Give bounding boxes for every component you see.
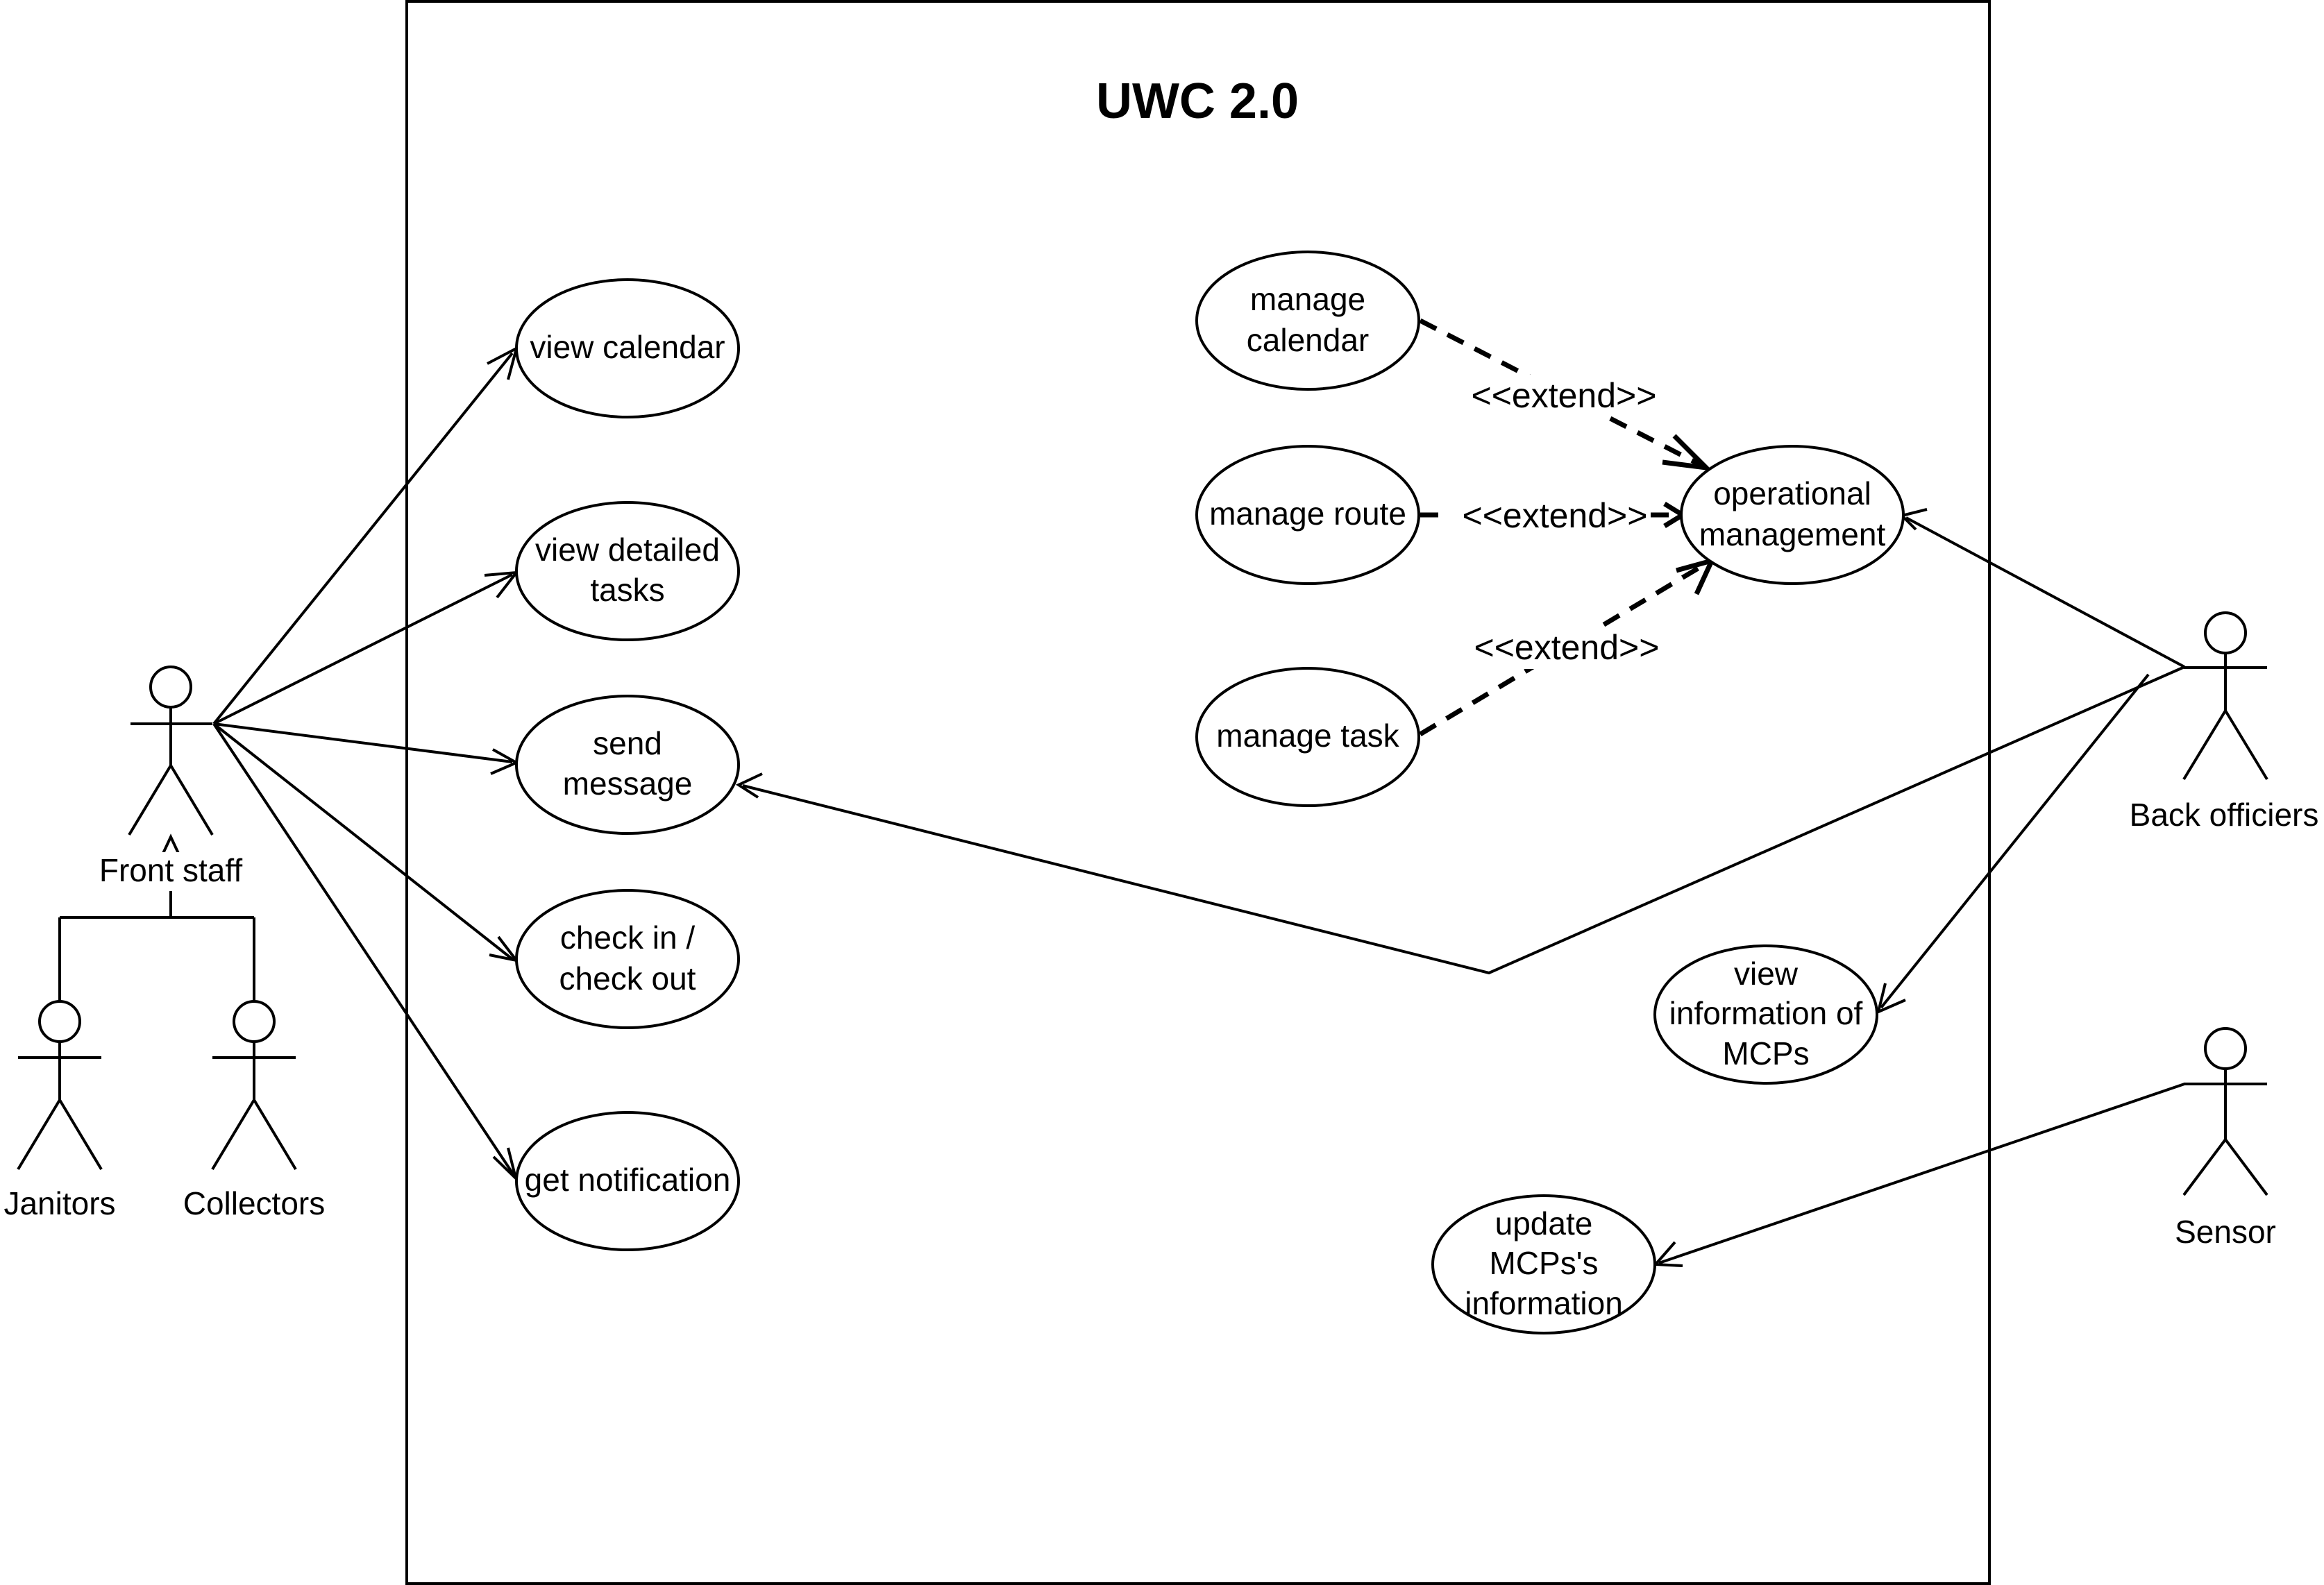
actor-label: Collectors	[183, 1185, 326, 1221]
use-case-manage-route: manage route	[1195, 445, 1420, 585]
extend-arrowhead	[1662, 434, 1713, 471]
assoc-view-mcp-info	[1880, 673, 2150, 1009]
use-case-label: view	[1734, 956, 1799, 992]
assoc-send-message-back	[742, 666, 2185, 975]
use-case-label: operational	[1713, 475, 1871, 511]
extend-label-bg	[1459, 627, 1674, 669]
arrowhead	[735, 772, 763, 799]
arrowhead	[1876, 983, 1906, 1015]
use-case-update-mcp-info: update MCPs's information	[1431, 1194, 1656, 1334]
use-case-get-notification: get notification	[515, 1111, 740, 1251]
use-case-check-in-out: check in / check out	[515, 889, 740, 1029]
actor-janitors: Janitors	[3, 1000, 116, 1221]
use-case-label: MCPs's	[1489, 1245, 1598, 1281]
use-case-label: MCPs	[1722, 1035, 1809, 1071]
use-case-label: manage task	[1216, 718, 1399, 754]
actor-label-bg	[94, 852, 247, 891]
use-case-operational-management: operational management	[1680, 445, 1905, 585]
extend-label-calendar: <<extend>>	[1472, 376, 1657, 415]
assoc-operational-management	[1905, 516, 2185, 668]
use-case-label: manage	[1250, 281, 1365, 317]
back-officers-associations	[735, 508, 2185, 1015]
actor-front-staff: Front staff	[94, 666, 247, 891]
extend-label-task: <<extend>>	[1474, 628, 1660, 667]
use-case-manage-calendar: manage calendar	[1195, 251, 1420, 391]
assoc-update-mcp-info	[1658, 1083, 2185, 1264]
use-case-label: information of	[1669, 995, 1863, 1031]
use-case-view-detailed-tasks: view detailed tasks	[515, 501, 740, 641]
actor-back-officers: Back officiers	[2130, 611, 2319, 833]
use-case-label: check in /	[560, 919, 696, 956]
actor-label: Sensor	[2175, 1214, 2276, 1250]
extend-relationships: <<extend>> <<extend>> <<extend>>	[1419, 318, 1717, 737]
use-case-label: get notification	[525, 1162, 731, 1198]
assoc-view-detailed-tasks	[213, 573, 513, 725]
use-case-send-message: send message	[515, 695, 740, 835]
use-case-label: view detailed	[535, 532, 720, 568]
use-case-label: update	[1495, 1205, 1593, 1241]
actor-label: Back officiers	[2130, 797, 2319, 833]
extend-label-route: <<extend>>	[1463, 496, 1648, 535]
actor-label: Front staff	[99, 852, 242, 888]
use-case-label: send	[593, 725, 662, 761]
assoc-view-calendar	[212, 352, 514, 725]
system-title: UWC 2.0	[1096, 74, 1299, 129]
assoc-get-notification	[212, 722, 515, 1176]
use-case-label: tasks	[590, 572, 664, 608]
use-case-label: calendar	[1247, 322, 1369, 358]
use-case-label: information	[1465, 1285, 1623, 1321]
actor-label: Janitors	[3, 1185, 115, 1221]
actor-sensor: Sensor	[2175, 1027, 2276, 1250]
use-case-manage-task: manage task	[1195, 667, 1420, 807]
use-case-view-mcp-info: view information of MCPs	[1653, 944, 1878, 1085]
extend-label-bg	[1456, 375, 1672, 416]
use-case-label: management	[1699, 516, 1886, 552]
actor-collectors: Collectors	[183, 1000, 326, 1221]
use-case-label: message	[563, 765, 693, 802]
assoc-check-in-out	[212, 722, 514, 960]
use-case-label: check out	[559, 960, 696, 997]
use-case-label: manage route	[1209, 495, 1406, 532]
use-case-view-calendar: view calendar	[515, 278, 740, 418]
assoc-send-message	[213, 722, 513, 763]
use-case-label: view calendar	[530, 329, 725, 365]
